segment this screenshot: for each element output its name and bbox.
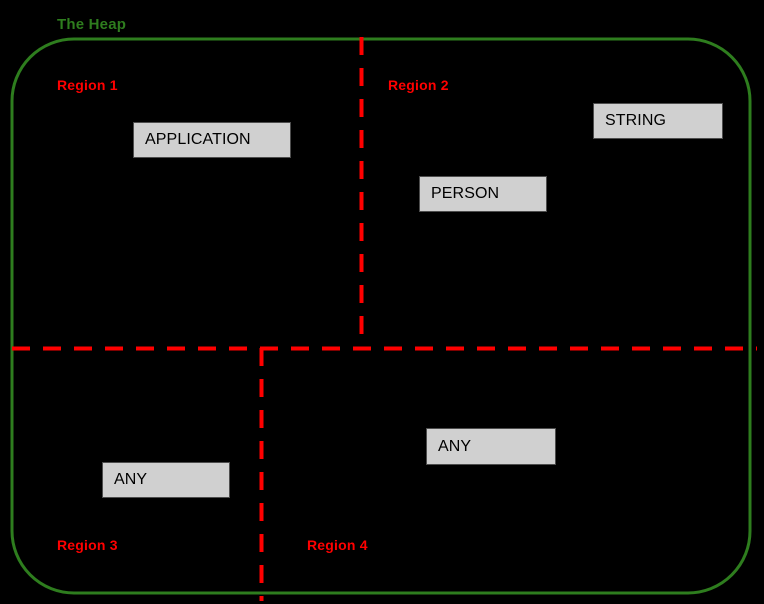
object-label-string: STRING [605, 112, 667, 129]
region-label-1: Region 1 [57, 77, 118, 93]
object-label-application: APPLICATION [145, 131, 251, 148]
object-box-any-region3: ANY [102, 462, 230, 498]
heap-boundary [10, 37, 752, 595]
object-label-any-region3: ANY [114, 471, 148, 488]
object-box-string: STRING [593, 103, 723, 139]
object-box-application: APPLICATION [133, 122, 291, 158]
heap-title: The Heap [57, 16, 127, 33]
region-label-2: Region 2 [388, 77, 449, 93]
object-label-any-region4: ANY [438, 437, 472, 455]
region-label-4: Region 4 [307, 537, 368, 553]
object-box-person: PERSON [419, 176, 547, 212]
object-box-any-region4: ANY [426, 428, 556, 465]
region-label-3: Region 3 [57, 537, 118, 553]
object-label-person: PERSON [431, 185, 500, 202]
